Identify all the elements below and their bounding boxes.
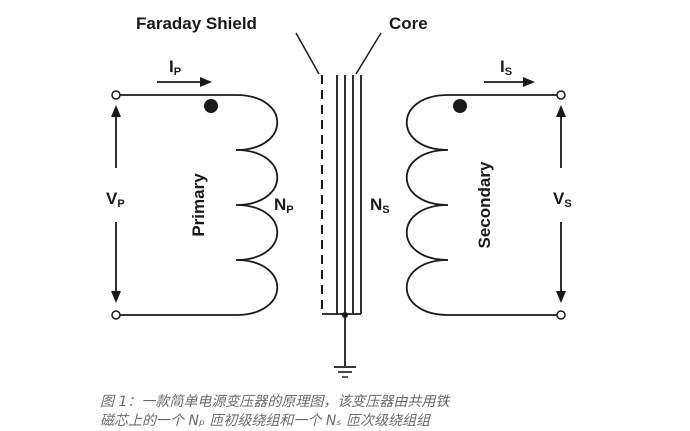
caption-line-1: 图 1：一款简单电源变压器的原理图，该变压器由共用铁	[100, 394, 450, 410]
np-label: NP	[274, 195, 294, 216]
faraday-shield-label: Faraday Shield	[136, 14, 257, 33]
ns-label: NS	[370, 195, 390, 216]
secondary-bottom-terminal	[556, 310, 566, 320]
is-label: IS	[500, 57, 512, 78]
is-arrow-head	[523, 77, 535, 87]
primary-polarity-dot	[204, 99, 218, 113]
secondary-winding	[406, 94, 449, 316]
figure-caption: 图 1：一款简单电源变压器的原理图，该变压器由共用铁 磁芯上的一个 Nₚ 匝初级…	[100, 393, 620, 431]
vp-label: VP	[106, 189, 125, 210]
ground-icon	[334, 366, 356, 378]
transformer-schematic: Faraday Shield Core IP VP Primary NP IS	[106, 14, 572, 378]
primary-bottom-terminal	[111, 310, 121, 320]
ip-label: IP	[169, 57, 181, 78]
vs-arrow-up-head	[556, 105, 566, 117]
vs-label: VS	[553, 189, 572, 210]
caption-line-2: 磁芯上的一个 Nₚ 匝初级绕组和一个 Nₛ 匝次级绕组组	[100, 413, 430, 429]
secondary-label: Secondary	[475, 161, 494, 248]
vp-arrow-down-head	[111, 291, 121, 303]
core-pointer	[355, 32, 382, 75]
vp-arrow-up-head	[111, 105, 121, 117]
primary-label: Primary	[189, 173, 208, 237]
secondary-top-terminal	[556, 90, 566, 100]
vs-arrow-down-head	[556, 291, 566, 303]
faraday-shield-pointer	[295, 32, 320, 75]
ip-arrow-head	[200, 77, 212, 87]
primary-top-terminal	[111, 90, 121, 100]
core-label: Core	[389, 14, 428, 33]
secondary-polarity-dot	[453, 99, 467, 113]
primary-winding	[235, 94, 278, 316]
